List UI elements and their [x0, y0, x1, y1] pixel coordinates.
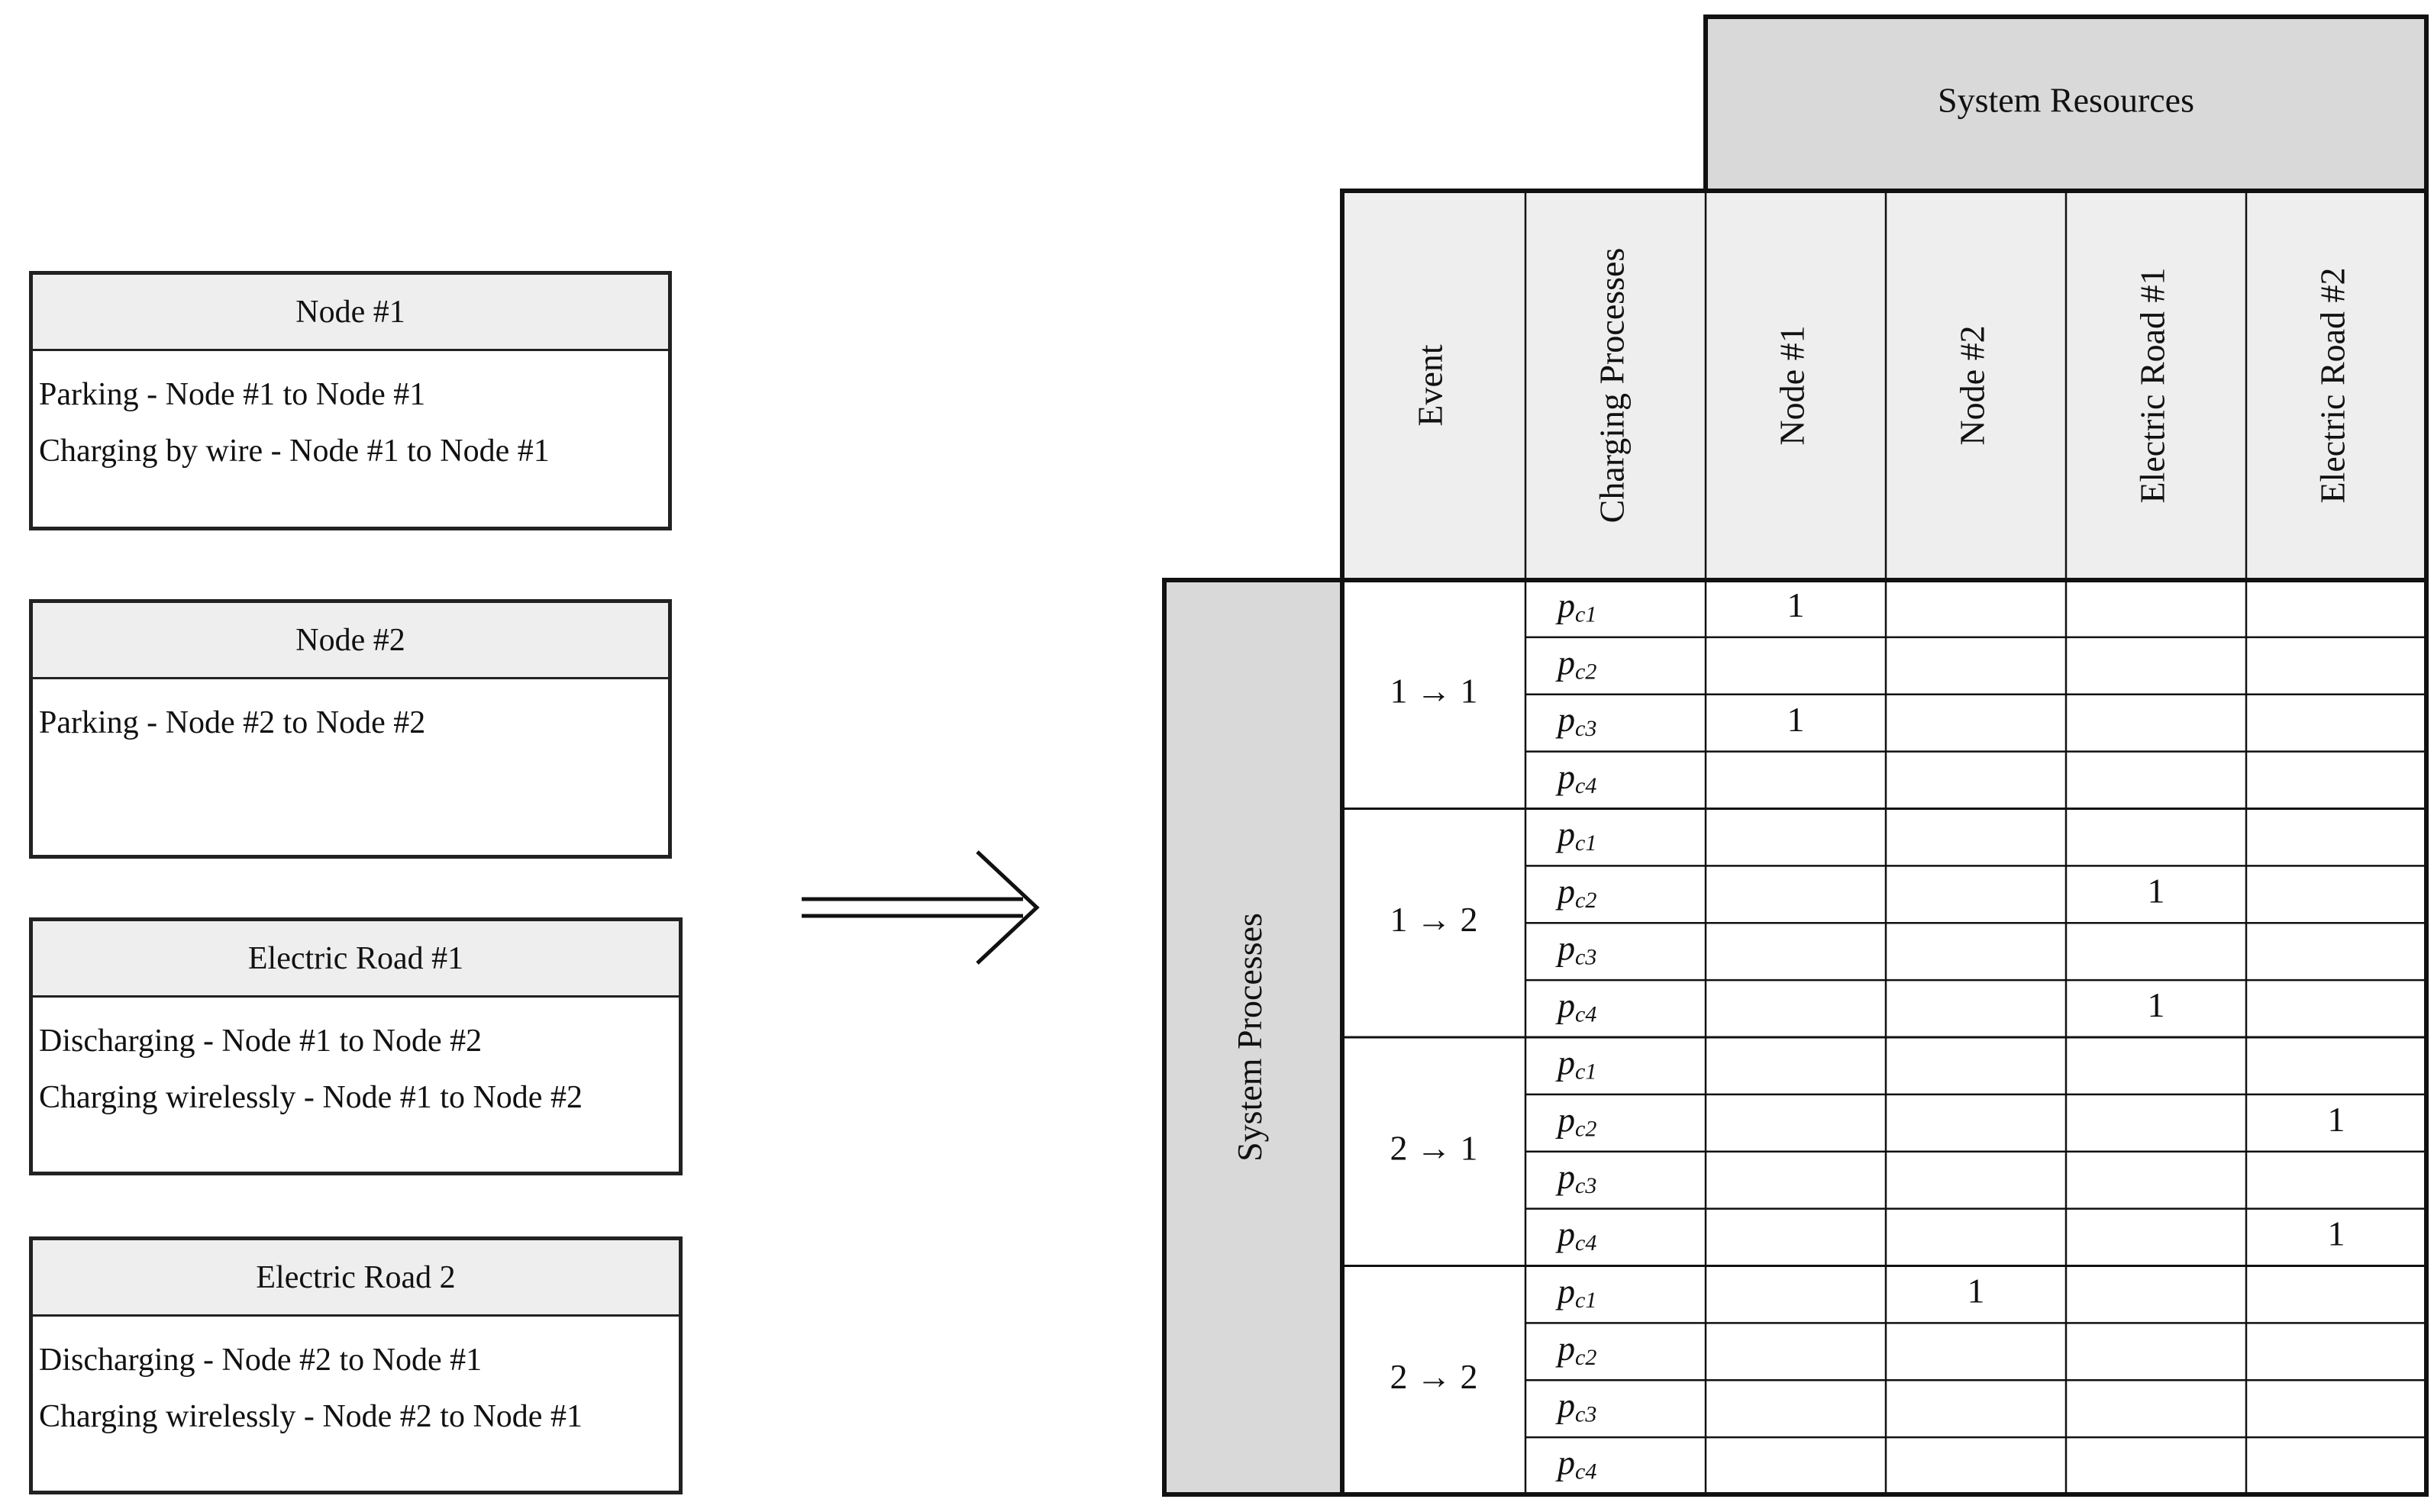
resource-process-line: Charging wirelessly - Node #2 to Node #1: [39, 1399, 583, 1434]
resource-box-electric-road-2: Electric Road 2 Discharging - Node #2 to…: [29, 1236, 683, 1494]
process-label: pc4: [1555, 757, 1596, 798]
matrix-cell-value: 1: [2148, 985, 2165, 1024]
process-label: pc4: [1555, 1214, 1596, 1256]
resource-box-electric-road-1: Electric Road #1 Discharging - Node #1 t…: [29, 917, 683, 1175]
process-label: pc3: [1555, 1385, 1596, 1427]
process-label: pc1: [1555, 1043, 1596, 1084]
event-label: 1 → 2: [1390, 900, 1478, 939]
matrix-cell-value: 1: [2148, 871, 2165, 910]
resource-box-node-2: Node #2 Parking - Node #2 to Node #2: [29, 599, 672, 859]
column-header-bg: [1342, 191, 2426, 580]
process-label: pc2: [1555, 1100, 1596, 1141]
top-header-bg: [1706, 17, 2426, 191]
resource-process-line: Discharging - Node #1 to Node #2: [39, 1024, 483, 1059]
matrix-cell-value: 1: [2328, 1100, 2345, 1139]
resource-column-header: Electric Road #1: [2133, 267, 2172, 503]
process-label: pc1: [1555, 585, 1596, 627]
event-label: 2 → 1: [1390, 1128, 1478, 1167]
resource-title: Electric Road #1: [33, 921, 679, 998]
resource-process-line: Discharging - Node #2 to Node #1: [39, 1343, 483, 1378]
resource-title: Node #2: [33, 603, 668, 679]
process-label: pc2: [1555, 643, 1596, 684]
event-label: 2 → 2: [1390, 1357, 1478, 1396]
resource-processes: Parking - Node #1 to Node #1 Charging by…: [33, 351, 668, 479]
side-header-label: System Processes: [1230, 913, 1269, 1162]
process-column-header: Charging Processes: [1593, 248, 1632, 524]
resource-process-line: Charging wirelessly - Node #1 to Node #2: [39, 1080, 583, 1115]
resource-processes: Discharging - Node #1 to Node #2 Chargin…: [33, 998, 679, 1126]
resource-box-node-1: Node #1 Parking - Node #1 to Node #1 Cha…: [29, 271, 672, 530]
matrix-cell-value: 1: [1968, 1272, 1985, 1311]
side-header-border: [1162, 578, 1345, 1497]
process-label: pc1: [1555, 814, 1596, 856]
resource-title: Node #1: [33, 275, 668, 351]
process-label: pc3: [1555, 928, 1596, 969]
side-header-bg: [1164, 580, 1342, 1494]
double-arrow-icon: [802, 850, 1040, 965]
matrix-cell-value: 1: [1787, 585, 1805, 624]
process-label: pc3: [1555, 700, 1596, 741]
resource-process-line: Parking - Node #1 to Node #1: [39, 377, 426, 412]
resource-processes: Discharging - Node #2 to Node #1 Chargin…: [33, 1317, 679, 1445]
process-label: pc4: [1555, 1443, 1596, 1484]
event-label: 1 → 1: [1390, 671, 1478, 710]
resource-process-line: Parking - Node #2 to Node #2: [39, 705, 426, 740]
resource-process-line: Charging by wire - Node #1 to Node #1: [39, 434, 550, 469]
matrix-cell-value: 1: [1787, 700, 1805, 739]
resource-column-header: Node #1: [1773, 325, 1812, 445]
process-label: pc4: [1555, 985, 1596, 1027]
process-label: pc1: [1555, 1272, 1596, 1313]
resource-title: Electric Road 2: [33, 1240, 679, 1317]
process-label: pc3: [1555, 1157, 1596, 1198]
process-label: pc2: [1555, 871, 1596, 912]
event-column-header: Event: [1411, 344, 1450, 427]
resource-column-header: Electric Road #2: [2313, 267, 2352, 503]
top-header-label: System Resources: [1938, 81, 2194, 120]
matrix-cell-value: 1: [2328, 1214, 2345, 1253]
resource-column-header: Node #2: [1953, 325, 1992, 445]
resource-processes: Parking - Node #2 to Node #2: [33, 679, 668, 751]
process-label: pc2: [1555, 1328, 1596, 1369]
